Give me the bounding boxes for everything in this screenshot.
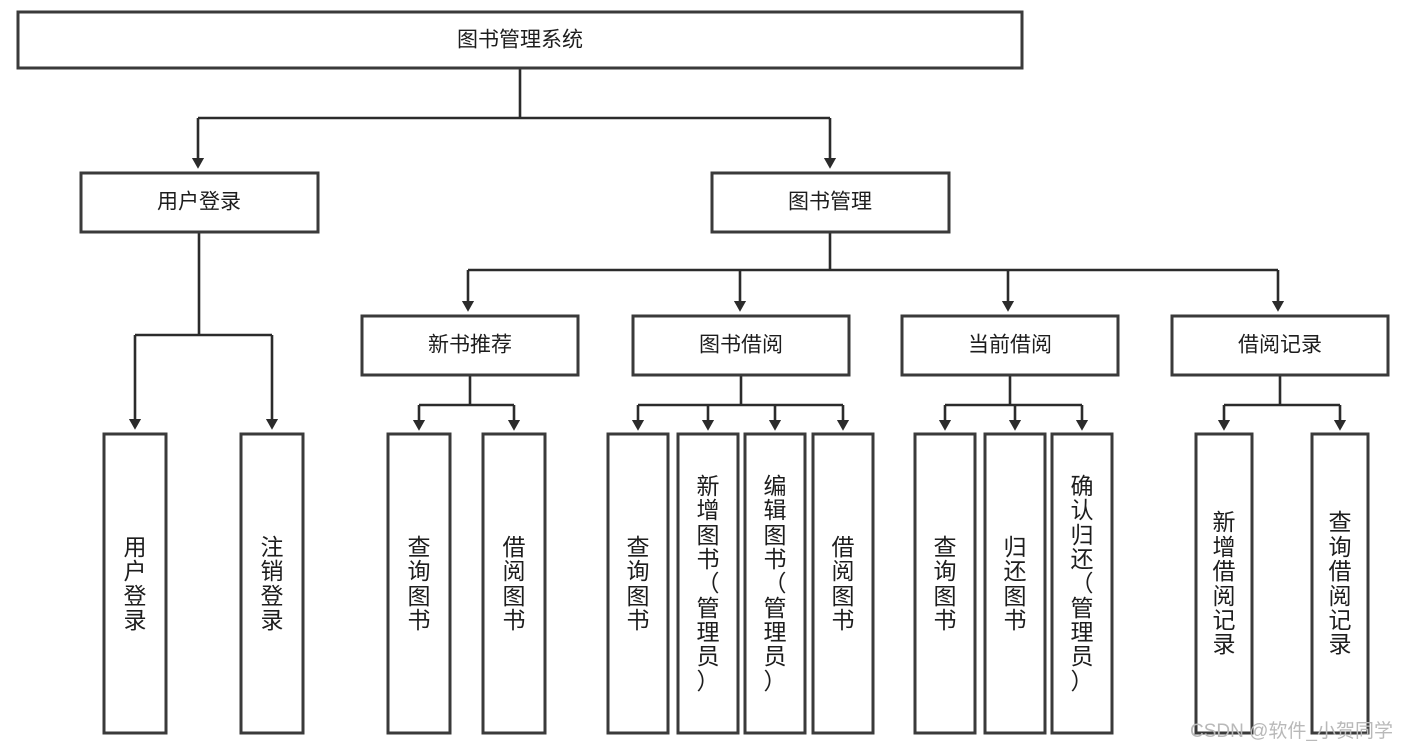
node-current-borrow[interactable]: 当前借阅 xyxy=(900,314,1120,377)
leaf-logout-box[interactable] xyxy=(239,432,305,735)
node-book-mgmt-label: 图书管理 xyxy=(788,191,872,214)
connectors-layer xyxy=(128,68,1347,431)
leaf-edit-book-admin-box[interactable] xyxy=(743,432,807,735)
node-current-borrow-box[interactable] xyxy=(900,314,1120,377)
node-book-mgmt-box[interactable] xyxy=(710,171,951,234)
node-root-box[interactable] xyxy=(16,10,1024,70)
leaf-borrow-book-box[interactable] xyxy=(811,432,875,735)
node-new-book-rec-box[interactable] xyxy=(360,314,580,377)
leaf-add-book-admin-box[interactable] xyxy=(676,432,740,735)
node-user-login-box[interactable] xyxy=(79,171,320,234)
node-borrow-record[interactable]: 借阅记录 xyxy=(1170,314,1390,377)
node-borrow-record-label: 借阅记录 xyxy=(1238,334,1322,357)
node-root[interactable]: 图书管理系统 xyxy=(16,10,1024,70)
leaf-rec-borrow-book-box[interactable] xyxy=(481,432,547,735)
node-book-borrow-label: 图书借阅 xyxy=(699,334,783,357)
leaf-cur-query-book-box[interactable] xyxy=(913,432,977,735)
node-borrow-record-box[interactable] xyxy=(1170,314,1390,377)
node-user-login-label: 用户登录 xyxy=(157,191,241,214)
leaf-add-record-box[interactable] xyxy=(1194,432,1254,735)
leaf-borrow-query-book-box[interactable] xyxy=(606,432,670,735)
node-book-borrow-box[interactable] xyxy=(631,314,851,377)
leaf-rec-query-book-box[interactable] xyxy=(386,432,452,735)
node-root-label: 图书管理系统 xyxy=(457,29,583,52)
node-user-login[interactable]: 用户登录 xyxy=(79,171,320,234)
node-new-book-rec-label: 新书推荐 xyxy=(428,334,512,357)
node-new-book-rec[interactable]: 新书推荐 xyxy=(360,314,580,377)
leaf-user-login-box[interactable] xyxy=(102,432,168,735)
leaf-confirm-return-box[interactable] xyxy=(1050,432,1114,735)
node-current-borrow-label: 当前借阅 xyxy=(968,334,1052,357)
node-book-borrow[interactable]: 图书借阅 xyxy=(631,314,851,377)
leaf-query-record-box[interactable] xyxy=(1310,432,1370,735)
node-book-mgmt[interactable]: 图书管理 xyxy=(710,171,951,234)
leaf-return-book-box[interactable] xyxy=(983,432,1047,735)
leaf-nodes-layer xyxy=(102,432,1370,735)
